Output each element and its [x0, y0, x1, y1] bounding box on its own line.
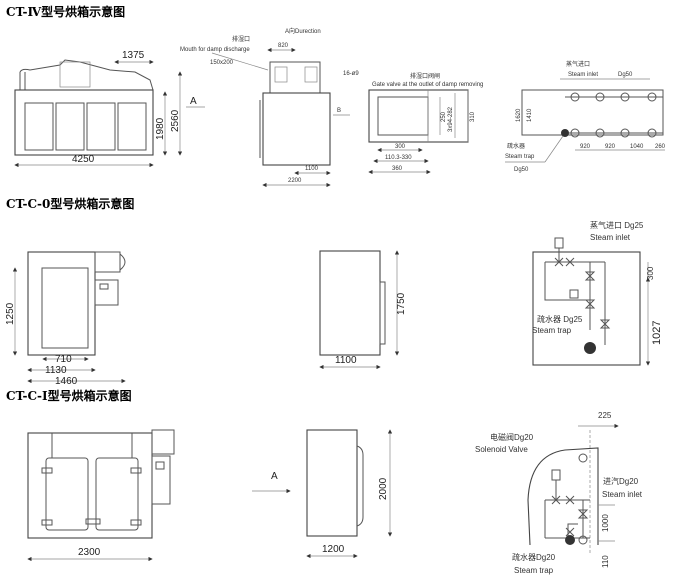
- steam-inlet-label-en: Steam inlet: [590, 233, 631, 242]
- steam-trap-label: 疏水器Dg20: [512, 552, 556, 562]
- dim-110: 110: [601, 555, 610, 568]
- dim-1980: 1980: [155, 117, 166, 140]
- section-title-ct-c-0: CT-C-0型号烘箱示意图: [6, 196, 134, 211]
- dim-310: 310: [470, 111, 476, 122]
- dim-spacing: 1040: [630, 144, 644, 150]
- steam-inlet-label-en: Steam inlet: [568, 72, 598, 78]
- solenoid-valve-label-en: Solenoid Valve: [475, 445, 528, 454]
- steam-inlet-label: 进汽Dg20: [603, 476, 639, 486]
- dim-225: 225: [598, 411, 612, 420]
- ct-c-i-steam-view: 225 电磁阀Dg20 Solenoid Valve 进汽Dg20 Steam …: [475, 411, 643, 575]
- dim-1027: 1027: [651, 321, 663, 345]
- dim-2300: 2300: [78, 547, 101, 558]
- ct-iv-front-view: 4250 1375 1980 2560 A: [14, 50, 205, 168]
- steam-inlet-label-cn: 蒸气进口: [566, 60, 590, 68]
- dim-300: 300: [395, 144, 406, 150]
- gate-valve-label-en: Gate valve at the outlet of damp removin…: [372, 82, 483, 88]
- dim-1620: 1620: [516, 108, 522, 122]
- dim-1200: 1200: [322, 544, 345, 555]
- dim-3x94-282: 3x94-282: [448, 106, 454, 132]
- dim-1000: 1000: [601, 514, 610, 532]
- holes-label: 16-ø9: [343, 71, 359, 77]
- steam-inlet-label: 蒸气进口 Dg25: [590, 220, 644, 230]
- steam-trap-label-en: Steam trap: [514, 566, 554, 575]
- steam-trap-label: 疏水器 Dg25: [537, 314, 583, 324]
- dim-1130: 1130: [45, 365, 67, 376]
- ct-iv-gate-valve-view: 16-ø9 排湿口阀闸 Gate valve at the outlet of …: [333, 71, 483, 175]
- dim-300: 300: [646, 266, 655, 280]
- gate-valve-label-cn: 排湿口阀闸: [410, 72, 440, 80]
- dim-1100: 1100: [305, 166, 319, 172]
- dim-1460: 1460: [55, 376, 78, 387]
- dim-2560: 2560: [170, 109, 181, 132]
- dim-1250: 1250: [5, 302, 16, 325]
- view-arrow-a: A: [271, 471, 278, 482]
- ct-c-0-front-view: 1250 710 1130 1460: [5, 251, 126, 387]
- steam-inlet-size: Dg50: [618, 72, 633, 78]
- damp-discharge-size: 150x200: [210, 60, 234, 66]
- dim-2000: 2000: [378, 477, 389, 500]
- ct-c-0-steam-view: 蒸气进口 Dg25 Steam inlet 疏水器 Dg25 Steam tra…: [532, 220, 663, 366]
- steam-trap-size: Dg50: [514, 167, 529, 173]
- dim-360: 360: [392, 166, 403, 172]
- dim-820: 820: [278, 43, 289, 49]
- dim-110-330: 110.3-330: [385, 155, 412, 161]
- damp-discharge-label-cn: 排湿口: [232, 35, 250, 43]
- ct-iv-side-view: 排湿口 Mouth for damp discharge 150x200 A向D…: [180, 27, 331, 188]
- dim-1750: 1750: [396, 292, 407, 315]
- ct-iv-steam-pipe-view: 蒸气进口 Steam inlet Dg50 1620 1410 920 920 …: [505, 60, 666, 173]
- dim-1410: 1410: [527, 108, 533, 122]
- solenoid-valve-label: 电磁阀Dg20: [490, 432, 534, 442]
- steam-inlet-label-en: Steam inlet: [602, 490, 643, 499]
- steam-trap-label-en: Steam trap: [532, 326, 572, 335]
- dim-710: 710: [55, 354, 72, 365]
- steam-trap-label-en: Steam trap: [505, 154, 535, 160]
- dim-spacing: 920: [605, 144, 616, 150]
- dim-2200: 2200: [288, 178, 302, 184]
- ct-c-i-side-view: A 2000 1200: [252, 429, 393, 559]
- ct-c-0-side-view: 1750 1100: [319, 250, 407, 370]
- section-title-ct-c-i: CT-C-Ⅰ型号烘箱示意图: [6, 388, 132, 403]
- direction-label: A向Durection: [285, 27, 321, 35]
- ct-c-i-front-view: 2300: [27, 429, 175, 562]
- steam-trap-label-cn: 疏水器: [507, 142, 525, 150]
- damp-discharge-label-en: Mouth for damp discharge: [180, 47, 250, 53]
- dim-1100: 1100: [335, 355, 357, 366]
- dim-spacing: 260: [655, 144, 666, 150]
- dim-4250: 4250: [72, 154, 95, 165]
- dim-250: 250: [441, 111, 447, 122]
- view-arrow-b: B: [337, 108, 341, 114]
- dim-spacing: 920: [580, 144, 591, 150]
- view-arrow-a: A: [190, 96, 197, 107]
- section-title-ct-iv: CT-Ⅳ型号烘箱示意图: [6, 4, 125, 19]
- dim-1375: 1375: [122, 50, 145, 61]
